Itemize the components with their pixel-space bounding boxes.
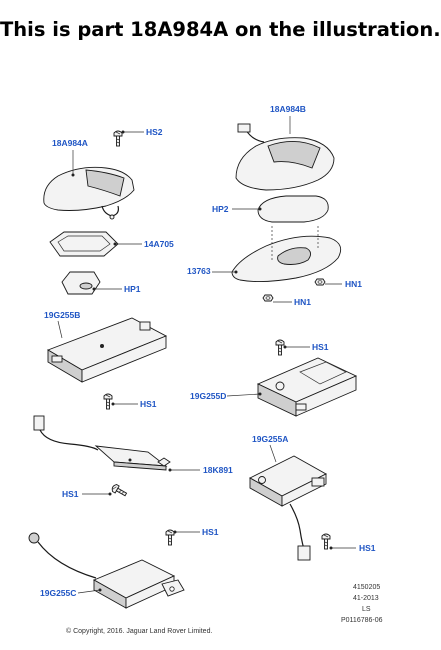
cable-18k891 — [33, 415, 171, 471]
screw-hs1-c — [110, 483, 129, 499]
label-14a705: 14A705 — [144, 239, 174, 249]
label-19g255c: 19G255C — [40, 588, 76, 598]
drawing-meta-line-4: P0116786-06 — [341, 617, 383, 624]
label-19g255b: 19G255B — [44, 310, 80, 320]
drawing-meta-line-3: LS — [362, 606, 371, 613]
nut-hn1-right — [314, 278, 326, 286]
drawing-meta-line-2: 41-2013 — [353, 595, 379, 602]
label-hs1-c: HS1 — [62, 489, 79, 499]
label-hs1-b: HS1 — [312, 342, 329, 352]
label-hp2: HP2 — [212, 204, 229, 214]
label-13763: 13763 — [187, 266, 211, 276]
module-19g255c — [28, 532, 185, 609]
label-hn1-bottom: HN1 — [294, 297, 311, 307]
page-heading: This is part 18A984A on the illustration… — [0, 18, 441, 41]
label-19g255a: 19G255A — [252, 434, 288, 444]
parts-diagram: HS2 18A984A 14A705 HP1 18A984B HP2 13763 — [28, 104, 383, 635]
clip-hp1 — [61, 271, 101, 295]
label-hs1-e: HS1 — [202, 527, 219, 537]
label-18k891: 18K891 — [203, 465, 233, 475]
pad-hp2 — [257, 195, 329, 223]
label-18a984b: 18A984B — [270, 104, 306, 114]
gasket-14a705 — [49, 231, 119, 257]
module-19g255b — [46, 317, 168, 383]
copyright-notice: © Copyright, 2016. Jaguar Land Rover Lim… — [66, 627, 212, 635]
drawing-meta-line-1: 4150205 — [353, 584, 380, 591]
antenna-18a984a — [43, 166, 135, 220]
screw-hs2 — [113, 130, 123, 147]
label-hs1-d: HS1 — [359, 543, 376, 553]
nut-hn1-bottom — [262, 294, 274, 302]
label-hs1-a: HS1 — [140, 399, 157, 409]
screw-hs1-a — [103, 393, 113, 410]
base-plate-13763 — [231, 226, 342, 283]
screw-hs1-b — [275, 339, 285, 356]
screw-hs1-d — [321, 533, 331, 550]
label-hs2: HS2 — [146, 127, 163, 137]
label-hp1: HP1 — [124, 284, 141, 294]
module-19g255a — [249, 455, 327, 561]
screw-hs1-e — [165, 529, 175, 546]
module-19g255d — [256, 357, 358, 417]
label-19g255d: 19G255D — [190, 391, 226, 401]
antenna-18a984b — [235, 123, 335, 191]
label-hn1-right: HN1 — [345, 279, 362, 289]
label-18a984a: 18A984A — [52, 138, 88, 148]
